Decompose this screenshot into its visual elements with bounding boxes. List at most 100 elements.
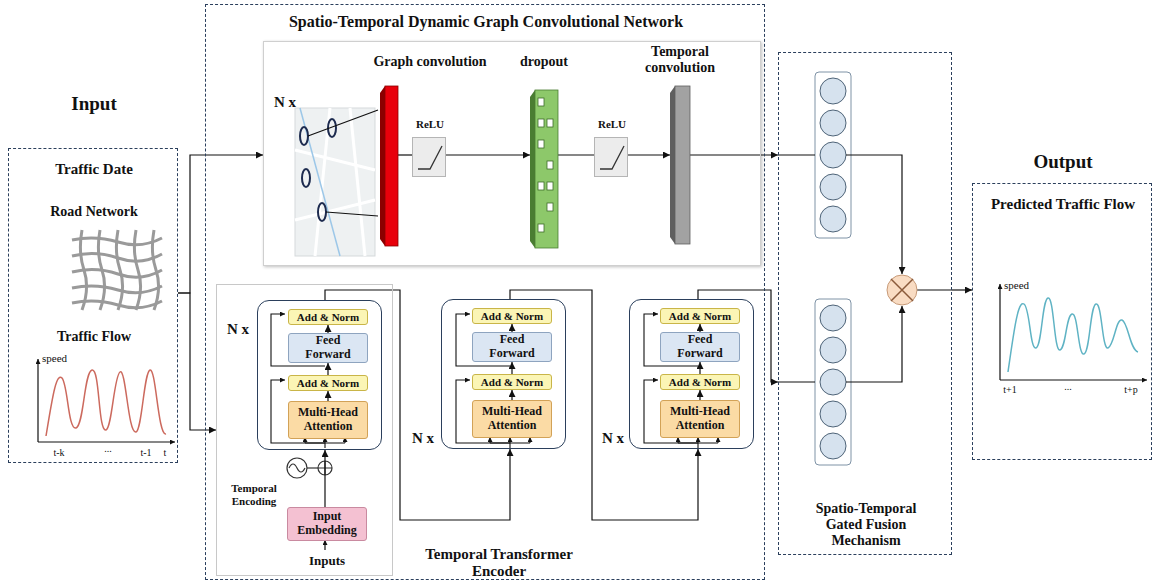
map-illustration-part [295, 108, 375, 256]
relu-shape [595, 138, 627, 176]
connector [327, 363, 328, 375]
axis-label: t [158, 447, 172, 459]
road-network-icon-part [152, 230, 158, 310]
encoder-panel: Temporal EncodingInputsN xAdd & NormFeed… [216, 284, 393, 576]
connector [327, 391, 328, 401]
connector [511, 390, 512, 400]
attention-box: Multi-Head Attention [288, 401, 368, 439]
connector [699, 362, 700, 374]
fusion-vectors-part [820, 78, 846, 104]
dropout-cell [547, 203, 553, 211]
dashed-panel: InputTraffic DateRoad NetworkTraffic Flo… [8, 148, 178, 463]
node-label: Multi-Head Attention [289, 402, 367, 438]
dropout-cell [538, 119, 544, 127]
embedding-box: Input Embedding [287, 507, 367, 541]
node-label: Temporal Transformer Encoder [397, 546, 601, 581]
dropout-cell [547, 161, 553, 169]
dashed-panel: Spatio-Temporal Dynamic Graph Convolutio… [205, 4, 765, 580]
add-norm-box: Add & Norm [288, 309, 368, 325]
map-illustration-part [308, 110, 378, 216]
map-illustration-part [300, 108, 340, 256]
node-label: Add & Norm [661, 375, 739, 389]
fusion-wires-part [778, 154, 815, 155]
node-label: Traffic Date [19, 161, 169, 178]
dropout-cell [547, 119, 553, 127]
axis-label: t+1 [996, 384, 1024, 396]
input-chart [38, 359, 175, 442]
road-network-icon-part [80, 230, 86, 310]
add-norm-box: Add & Norm [660, 308, 740, 324]
node-label: Temporal convolution [635, 44, 725, 76]
add-norm-box: Add & Norm [288, 375, 368, 391]
node-label: dropout [509, 54, 579, 70]
map-illustration-part [302, 169, 310, 187]
encoder-block: N xAdd & NormFeed ForwardAdd & NormMulti… [629, 299, 754, 449]
dropout-cell [538, 140, 544, 148]
fusion-vectors-part [815, 299, 851, 465]
node-label: Inputs [297, 554, 357, 569]
fusion-vectors-part [815, 72, 851, 238]
temporal-conv-layer: Temporal convolution [670, 86, 690, 244]
attention-box: Multi-Head Attention [472, 400, 552, 438]
node-label: Predicted Traffic Flow [988, 196, 1138, 213]
node-label: ReLU [587, 118, 637, 131]
axis-label: t+p [1116, 384, 1146, 396]
red-shape [380, 86, 398, 246]
input-arrow-part [324, 540, 325, 550]
node-label: N x [409, 430, 437, 447]
node-label: Feed Forward [661, 333, 739, 361]
dropout-cell [547, 182, 553, 190]
connector [178, 293, 216, 430]
connector [558, 154, 594, 155]
node-label: Input Embedding [288, 508, 366, 540]
relu-block: ReLU [594, 137, 628, 177]
temporal-encoding-symbol-part [287, 458, 307, 478]
temporal-encoding-symbol [287, 458, 318, 478]
fusion-vectors-part [820, 433, 846, 459]
map-illustration-part [318, 203, 326, 221]
connector [446, 154, 530, 155]
add-norm-box: Add & Norm [660, 374, 740, 390]
node-label: Feed Forward [473, 333, 551, 361]
road-network-icon-part [98, 230, 104, 310]
add-norm-box: Add & Norm [472, 308, 552, 324]
attention-box: Multi-Head Attention [660, 400, 740, 438]
node-label: ReLU [405, 118, 455, 131]
axis-label: t-k [46, 447, 72, 459]
output-chart [1000, 284, 1147, 380]
dropout-layer: dropout [530, 90, 558, 248]
output-chart-part [999, 284, 1000, 380]
layer-panel: N xGraph convolutionReLUdropoutReLUTempo… [263, 41, 761, 266]
node-label: Input [39, 93, 149, 115]
slab-side [380, 86, 385, 246]
axis-label: ... [1056, 381, 1080, 393]
connector [952, 289, 972, 290]
map-illustration-part [295, 108, 375, 256]
temporal-encoding-symbol-part [289, 464, 305, 472]
node-label: Add & Norm [289, 310, 367, 324]
slab-side [670, 86, 675, 244]
feed-forward-box: Feed Forward [288, 333, 368, 363]
fusion-vectors [815, 72, 851, 465]
relu-curve [600, 146, 624, 169]
input-chart-part [46, 370, 166, 436]
multiply-symbol-part [891, 279, 913, 301]
node-label: Spatio-Temporal Dynamic Graph Convolutio… [206, 13, 766, 31]
fusion-wires-part [846, 155, 902, 274]
road-network-icon [72, 230, 162, 310]
connector [511, 362, 512, 374]
node-label: Add & Norm [473, 309, 551, 323]
gray-shape [670, 86, 690, 244]
feed-forward-box: Feed Forward [660, 332, 740, 362]
fusion-wires-part [917, 289, 952, 290]
fusion-vectors-part [820, 110, 846, 136]
fusion-vectors-part [820, 174, 846, 200]
residual-wires-part [305, 443, 345, 448]
dropout-cell [538, 98, 544, 106]
residual-wires-part [678, 443, 718, 448]
relu-curve [418, 146, 442, 169]
output-chart-part [1000, 379, 1147, 380]
axis-label: ... [96, 443, 120, 455]
residual-wires [271, 314, 718, 448]
